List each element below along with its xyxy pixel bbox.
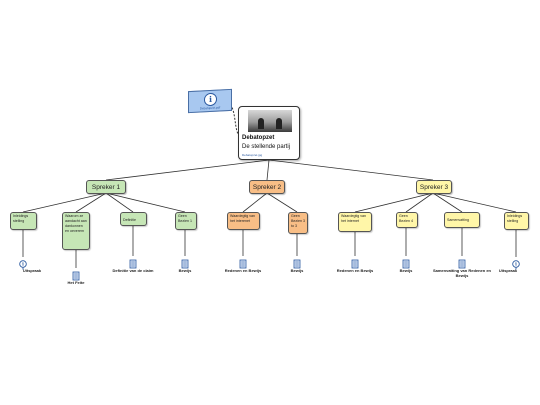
- leaf-node-10[interactable]: Inleidings stelling: [504, 212, 529, 230]
- root-link[interactable]: Debatopzet.jpg: [242, 153, 263, 157]
- leaf-node-7[interactable]: Waardegtig van het internet: [338, 212, 372, 232]
- resource-label: Bewijs: [290, 268, 304, 273]
- info-attachment-card[interactable]: i Debatopzet.pdf: [188, 88, 232, 114]
- document-icon[interactable]: [180, 256, 190, 269]
- document-icon[interactable]: [350, 256, 360, 269]
- root-title: Debatopzet: [242, 135, 275, 141]
- speaker-node-1[interactable]: Spreker 1: [86, 180, 126, 194]
- leaf-node-3[interactable]: Definitie: [120, 212, 147, 226]
- info-pin-icon[interactable]: i: [511, 257, 521, 270]
- resource-label: Het Feite: [67, 280, 85, 285]
- leaf-node-6[interactable]: Geen Bezien 3 to 3: [288, 212, 308, 234]
- root-subtitle: De stellende partij: [242, 144, 291, 150]
- leaf-node-1[interactable]: Inleidings stelling: [10, 212, 37, 230]
- resource-label: Definitie van de claim: [112, 268, 154, 273]
- svg-text:i: i: [515, 262, 517, 268]
- leaf-node-4[interactable]: Geen Bezien 1: [175, 212, 197, 230]
- document-icon[interactable]: [128, 256, 138, 269]
- resource-label: Uitspraak: [22, 268, 42, 273]
- leaf-node-8[interactable]: Geen Bezien 4: [396, 212, 418, 228]
- info-icon: i: [204, 92, 217, 107]
- debate-photo: [248, 110, 292, 132]
- document-icon[interactable]: [71, 268, 81, 281]
- speaker-node-3[interactable]: Spreker 3: [416, 180, 452, 194]
- resource-label: Bewijs: [399, 268, 413, 273]
- resource-label: Samenvatting van Redenen en Bewijs: [432, 268, 491, 279]
- document-icon[interactable]: [401, 256, 411, 269]
- leaf-node-5[interactable]: Waardegtig van het interenet: [227, 212, 260, 230]
- document-icon[interactable]: [238, 256, 248, 269]
- info-pin-icon[interactable]: i: [18, 257, 28, 270]
- svg-text:i: i: [22, 262, 24, 268]
- resource-label: Redenen en Bewijs: [336, 268, 374, 273]
- leaf-node-9[interactable]: Samenvatting: [444, 212, 480, 228]
- root-node[interactable]: Debatopzet De stellende partij Debatopze…: [238, 106, 300, 160]
- document-icon[interactable]: [457, 256, 467, 269]
- resource-label: Bewijs: [178, 268, 192, 273]
- speaker-node-2[interactable]: Spreker 2: [249, 180, 285, 194]
- resource-label: Redenen en Bewijs: [224, 268, 262, 273]
- leaf-node-2[interactable]: Waarom ze aandacht aan dankonnen en oeve…: [62, 212, 90, 250]
- document-icon[interactable]: [292, 256, 302, 269]
- info-card-link[interactable]: Debatopzet.pdf: [199, 105, 221, 111]
- resource-label: Uitspraak: [498, 268, 518, 273]
